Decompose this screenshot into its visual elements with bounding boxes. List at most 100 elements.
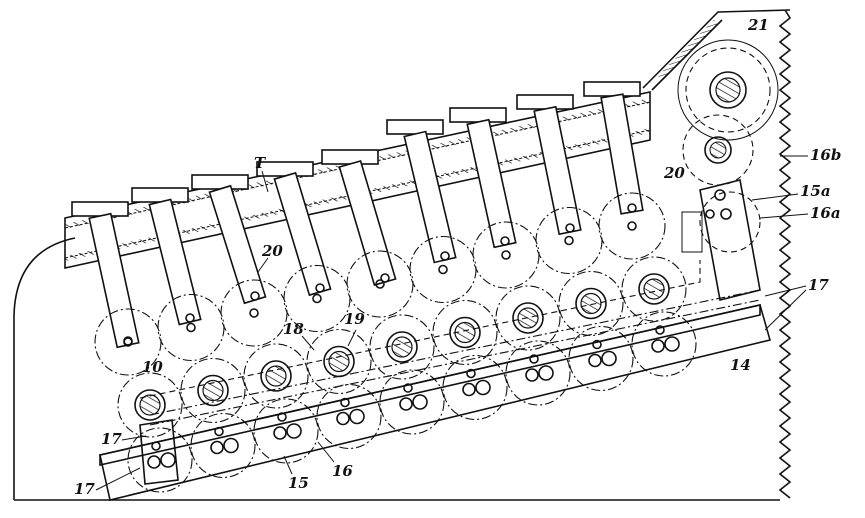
lever bbox=[191, 174, 267, 305]
gear-axle bbox=[160, 452, 176, 468]
gear-outline bbox=[117, 372, 183, 438]
gear-group bbox=[94, 192, 697, 493]
lever-arm bbox=[273, 171, 332, 297]
label-t: T bbox=[254, 154, 267, 172]
gear-stud bbox=[277, 412, 287, 422]
gear-axle bbox=[568, 325, 634, 392]
gear-stud bbox=[403, 383, 413, 393]
lever-pivot bbox=[440, 251, 450, 261]
gear-outline bbox=[598, 192, 666, 260]
lever-arm bbox=[88, 212, 140, 349]
lever-cap bbox=[449, 107, 507, 123]
gear-hub bbox=[432, 299, 498, 366]
gear-outline bbox=[190, 412, 256, 479]
lever-arm bbox=[466, 118, 517, 249]
gear-axle bbox=[147, 455, 161, 469]
gear-outline bbox=[243, 343, 309, 409]
guide-rails bbox=[139, 260, 761, 426]
gear-ring bbox=[323, 345, 355, 378]
lever-arm bbox=[403, 130, 457, 264]
gear-outline bbox=[306, 328, 372, 395]
gear-outline bbox=[127, 427, 193, 493]
label-21: 21 bbox=[747, 16, 769, 34]
lever-group bbox=[71, 81, 644, 349]
gear-axle bbox=[664, 336, 680, 352]
lever-cap bbox=[386, 119, 444, 135]
gear-outline bbox=[505, 340, 571, 406]
gear-outline bbox=[631, 311, 697, 377]
gear-hub bbox=[621, 256, 687, 322]
gear-stud bbox=[151, 441, 161, 451]
lever-pivot bbox=[315, 283, 325, 293]
gear-axle bbox=[538, 365, 554, 381]
gear-hub bbox=[180, 357, 246, 424]
gear-hub bbox=[391, 336, 413, 358]
label-14: 14 bbox=[730, 356, 751, 374]
label-19: 19 bbox=[344, 310, 365, 328]
label-17-left-upper: 17 bbox=[101, 430, 122, 448]
lever bbox=[131, 187, 202, 326]
gear-outline bbox=[568, 325, 634, 392]
lever-cap bbox=[321, 149, 379, 165]
gear-ring bbox=[638, 273, 670, 305]
break-line bbox=[778, 9, 792, 499]
gear-axle bbox=[442, 354, 508, 421]
label-20-top: 20 bbox=[663, 164, 685, 182]
gear-outline bbox=[495, 285, 561, 351]
lever bbox=[516, 94, 582, 236]
gear-ring bbox=[260, 360, 292, 392]
gear-axle bbox=[253, 398, 319, 464]
gear-stud bbox=[466, 368, 476, 379]
gear-outline bbox=[558, 270, 624, 337]
lever bbox=[321, 149, 397, 287]
lever-pivot bbox=[627, 203, 637, 213]
lever bbox=[449, 107, 517, 249]
gear-stud bbox=[214, 426, 224, 437]
housing-outline bbox=[13, 237, 76, 500]
gear-axle bbox=[475, 379, 491, 396]
lever bbox=[583, 81, 644, 215]
lever bbox=[386, 119, 457, 264]
gear-axle bbox=[223, 437, 239, 454]
label-10: 10 bbox=[142, 358, 163, 376]
gear-outline bbox=[253, 398, 319, 464]
gear-outline bbox=[442, 354, 508, 421]
label-16: 16 bbox=[332, 462, 353, 480]
gear-axle bbox=[190, 412, 256, 479]
lever-arm bbox=[338, 159, 397, 287]
gear-outline bbox=[369, 314, 435, 380]
gear-pin bbox=[375, 279, 385, 289]
label-15a: 15a bbox=[800, 182, 831, 200]
gear-axle bbox=[505, 340, 571, 406]
gear-pin bbox=[598, 192, 666, 260]
roller-16b bbox=[682, 114, 754, 186]
lever-cap bbox=[516, 94, 574, 110]
gear-hub bbox=[454, 321, 476, 344]
lever-arm bbox=[533, 105, 582, 236]
gear-axle bbox=[601, 350, 617, 367]
gear-axle bbox=[273, 426, 287, 440]
roller-16a bbox=[699, 191, 761, 253]
lever-pivot bbox=[565, 223, 575, 233]
label-15: 15 bbox=[288, 474, 309, 492]
lever-arm bbox=[148, 198, 202, 326]
lever-pivot bbox=[185, 313, 195, 323]
gear-outline bbox=[621, 256, 687, 322]
lever bbox=[71, 201, 140, 349]
lever-pivot bbox=[250, 291, 260, 301]
gear-axle bbox=[462, 382, 476, 397]
gear-axle bbox=[379, 369, 445, 435]
gear-axle bbox=[399, 397, 413, 411]
gear-hub bbox=[265, 365, 287, 387]
gear-axle bbox=[651, 339, 665, 353]
gear-stud bbox=[655, 325, 665, 335]
gear-ring bbox=[512, 302, 544, 334]
gear-ring bbox=[197, 374, 229, 407]
gear-outline bbox=[180, 357, 246, 424]
label-16a: 16a bbox=[810, 204, 841, 222]
gear-pin bbox=[627, 221, 637, 231]
gear-hub bbox=[306, 328, 372, 395]
gear-outline bbox=[432, 299, 498, 366]
label-18: 18 bbox=[283, 320, 304, 338]
